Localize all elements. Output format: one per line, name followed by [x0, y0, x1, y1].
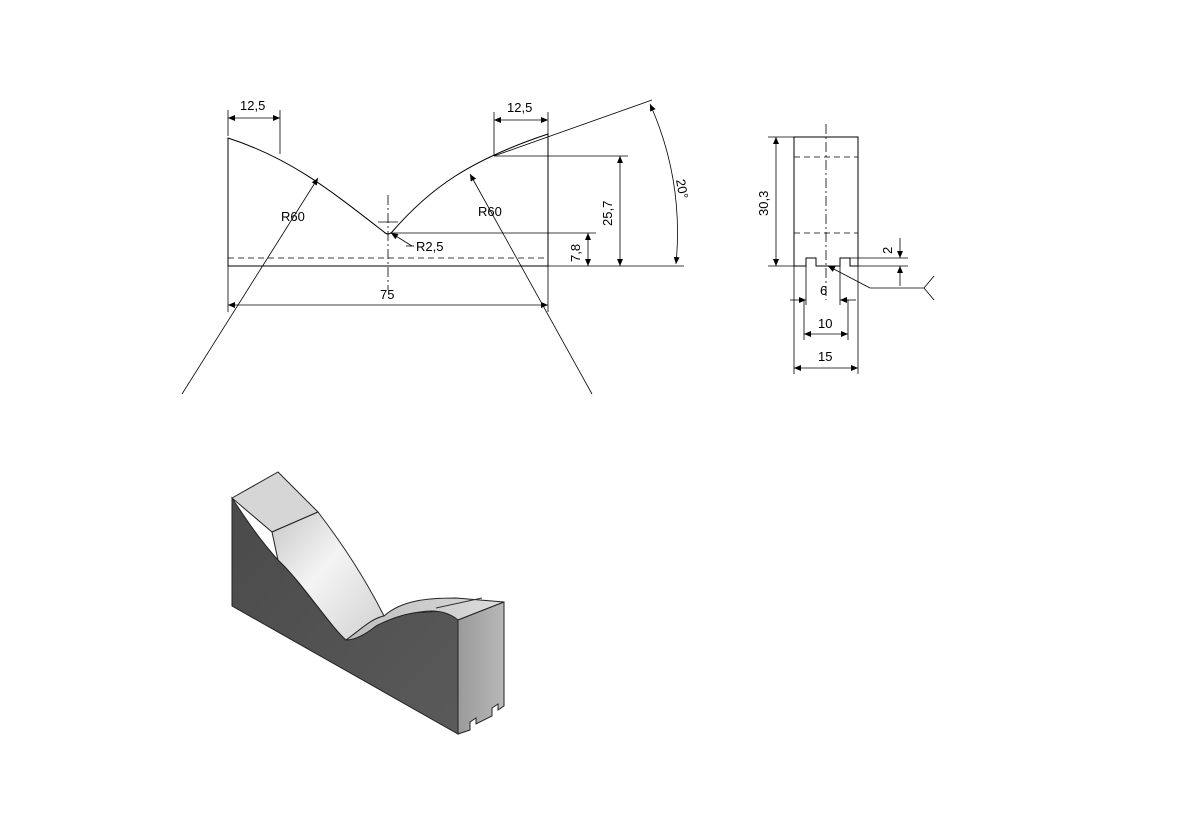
side-view: 30,3 2 6 10 15 [756, 124, 935, 374]
width-total: 75 [380, 287, 394, 302]
angle-dim: 20° [673, 178, 691, 200]
dim-left-top: 12,5 [240, 98, 265, 113]
radius-right: R60 [478, 204, 502, 219]
height-total: 25,7 [600, 201, 615, 226]
iso-right-curve [344, 597, 505, 641]
radius-left: R60 [281, 209, 305, 224]
groove-outer: 10 [818, 316, 832, 331]
radius-bottom: R2,5 [416, 239, 443, 254]
groove-inner: 6 [820, 283, 827, 298]
r60-right-leader [469, 173, 593, 395]
groove-depth: 2 [880, 247, 895, 254]
isometric-view [231, 471, 505, 735]
dim-right-top: 12,5 [507, 100, 532, 115]
front-view: 12,5 12,5 R60 R60 R2,5 20° 25,7 7,8 [181, 98, 691, 395]
side-width: 15 [818, 349, 832, 364]
height-notch: 7,8 [568, 244, 583, 262]
front-outline [227, 133, 549, 267]
r60-left-leader [181, 177, 319, 395]
side-height: 30,3 [756, 191, 771, 216]
iso-end-face [457, 601, 505, 735]
